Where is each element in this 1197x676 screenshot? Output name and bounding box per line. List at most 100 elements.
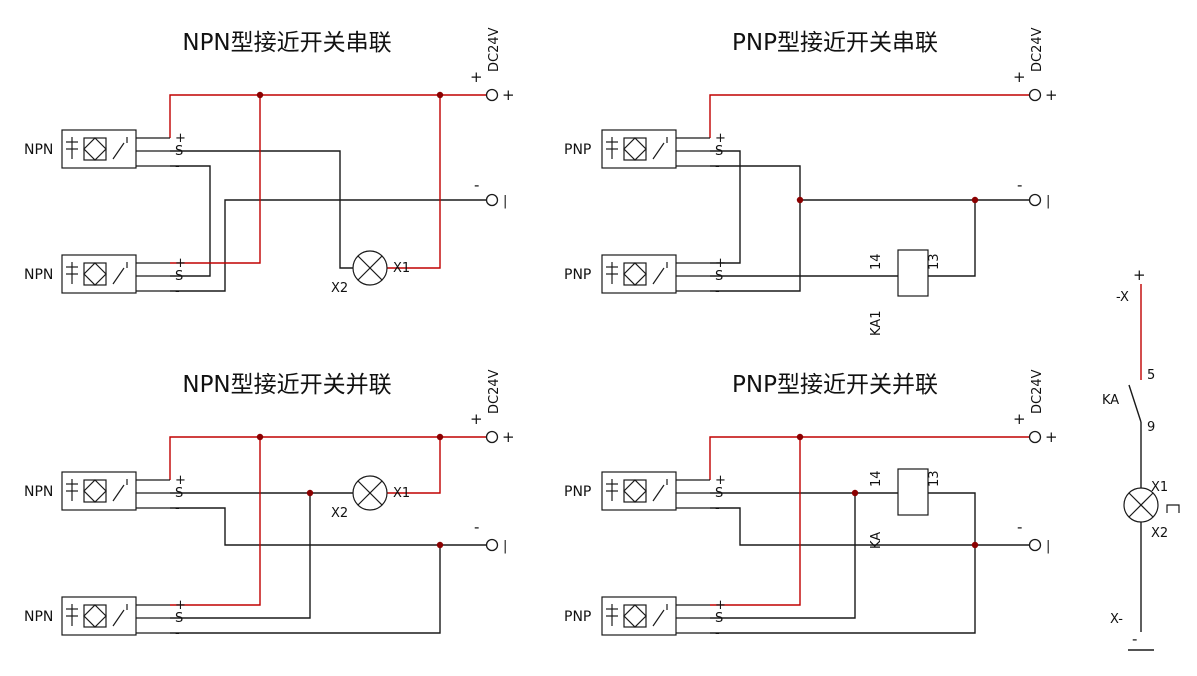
sensor-top-label: NPN bbox=[24, 142, 53, 158]
proximity-sensor-icon bbox=[601, 129, 711, 169]
plus-terminal-label: + bbox=[470, 68, 483, 86]
bottom-wire-label: X- bbox=[1110, 612, 1123, 627]
plus-terminal-tail: + bbox=[1045, 428, 1058, 446]
pin-minus-label: - bbox=[715, 159, 720, 174]
minus-terminal-label: - bbox=[474, 518, 479, 536]
proximity-sensor-icon bbox=[601, 254, 711, 294]
pin-plus-label: + bbox=[175, 598, 186, 613]
lamp-icon bbox=[352, 475, 388, 511]
power-wires bbox=[709, 94, 1030, 138]
pin-signal-label: S bbox=[175, 611, 183, 626]
minus-label: - bbox=[1132, 630, 1137, 648]
relay-name-label: KA1 bbox=[869, 311, 884, 336]
minus-terminal-tail: | bbox=[1046, 194, 1050, 209]
signal-wires bbox=[170, 150, 487, 292]
quadrant-title: NPN型接近开关并联 bbox=[182, 372, 391, 398]
pin-plus-label: + bbox=[715, 598, 726, 613]
relay-left-pin-label: 14 bbox=[869, 470, 884, 487]
junction-dots bbox=[796, 433, 979, 549]
sensor-top-label: PNP bbox=[564, 142, 591, 158]
pin-signal-label: S bbox=[175, 486, 183, 501]
relay-left-pin-label: 14 bbox=[869, 253, 884, 270]
lamp-right-label: X1 bbox=[393, 261, 410, 276]
lamp-icon bbox=[352, 250, 388, 286]
pin-signal-label: S bbox=[715, 269, 723, 284]
plus-terminal-tail: + bbox=[502, 86, 515, 104]
minus-terminal-icon bbox=[1028, 193, 1042, 207]
pin-plus-label: + bbox=[715, 473, 726, 488]
supply-label: DC24V bbox=[1030, 27, 1045, 72]
plus-terminal-label: + bbox=[1013, 410, 1026, 428]
proximity-sensor-icon bbox=[601, 471, 711, 511]
proximity-sensor-icon bbox=[601, 596, 711, 636]
minus-terminal-tail: | bbox=[1046, 539, 1050, 554]
lamp-left-label: X2 bbox=[331, 281, 348, 296]
minus-terminal-icon bbox=[485, 193, 499, 207]
signal-wires bbox=[710, 150, 1030, 292]
relay-name-label: KA bbox=[869, 532, 884, 549]
pin-plus-label: + bbox=[175, 131, 186, 146]
contact-name-label: KA bbox=[1102, 393, 1119, 408]
pin-minus-label: - bbox=[175, 626, 180, 641]
relay-coil bbox=[897, 468, 929, 516]
supply-label: DC24V bbox=[1030, 369, 1045, 414]
quadrant-npn-series: NPN型接近开关串联 DC24V + + - | NPN + S - NPN +… bbox=[24, 27, 515, 299]
quadrant-npn-parallel: NPN型接近开关并联 DC24V + + - | NPN + S - NPN +… bbox=[24, 369, 515, 641]
supply-label: DC24V bbox=[487, 27, 502, 72]
minus-terminal-label: - bbox=[1017, 176, 1022, 194]
contact-bottom-pin-label: 9 bbox=[1147, 420, 1155, 435]
lamp-left-label: X2 bbox=[331, 506, 348, 521]
power-wires bbox=[709, 436, 1030, 606]
pin-signal-label: S bbox=[715, 144, 723, 159]
sensor-bottom-label: PNP bbox=[564, 609, 591, 625]
lamp-bottom-label: X2 bbox=[1151, 526, 1168, 541]
pin-minus-label: - bbox=[715, 284, 720, 299]
pin-minus-label: - bbox=[715, 501, 720, 516]
sensor-bottom-label: NPN bbox=[24, 609, 53, 625]
plus-terminal-tail: + bbox=[1045, 86, 1058, 104]
junction-dots bbox=[256, 91, 444, 99]
minus-terminal-tail: | bbox=[503, 539, 507, 554]
sensor-bottom-label: NPN bbox=[24, 267, 53, 283]
proximity-sensor-icon bbox=[61, 471, 171, 511]
minus-terminal-tail: | bbox=[503, 194, 507, 209]
plus-terminal-icon bbox=[485, 430, 499, 444]
minus-terminal-label: - bbox=[474, 176, 479, 194]
pulse-mark-icon bbox=[1166, 504, 1180, 513]
junction-dots bbox=[256, 433, 444, 549]
pin-plus-label: + bbox=[175, 473, 186, 488]
top-wire-label: -X bbox=[1116, 290, 1129, 305]
pin-minus-label: - bbox=[715, 626, 720, 641]
signal-wires bbox=[710, 492, 1030, 634]
power-wires bbox=[169, 436, 487, 606]
pin-signal-label: S bbox=[175, 144, 183, 159]
relay-coil bbox=[897, 249, 929, 297]
pin-plus-label: + bbox=[175, 256, 186, 271]
pin-minus-label: - bbox=[175, 159, 180, 174]
minus-terminal-icon bbox=[1028, 538, 1042, 552]
relay-right-pin-label: 13 bbox=[927, 470, 942, 487]
proximity-sensor-icon bbox=[61, 129, 171, 169]
relay-right-pin-label: 13 bbox=[927, 253, 942, 270]
pin-signal-label: S bbox=[715, 611, 723, 626]
junction-dots bbox=[796, 196, 979, 204]
lamp-top-label: X1 bbox=[1151, 480, 1168, 495]
pin-plus-label: + bbox=[715, 131, 726, 146]
plus-terminal-tail: + bbox=[502, 428, 515, 446]
power-wires bbox=[169, 94, 487, 269]
pin-minus-label: - bbox=[175, 501, 180, 516]
proximity-sensor-icon bbox=[61, 596, 171, 636]
plus-terminal-icon bbox=[485, 88, 499, 102]
quadrant-pnp-parallel: PNP型接近开关并联 DC24V + + - | PNP + S - PNP +… bbox=[564, 369, 1058, 641]
lamp-right-label: X1 bbox=[393, 486, 410, 501]
sensor-top-label: NPN bbox=[24, 484, 53, 500]
supply-label: DC24V bbox=[487, 369, 502, 414]
quadrant-title: PNP型接近开关并联 bbox=[732, 372, 938, 398]
signal-wires bbox=[1128, 384, 1154, 651]
quadrant-title: PNP型接近开关串联 bbox=[732, 30, 938, 56]
plus-terminal-label: + bbox=[470, 410, 483, 428]
side-control-circuit: + -X 5 KA 9 X1 X2 X- - bbox=[1102, 266, 1180, 651]
plus-terminal-icon bbox=[1028, 430, 1042, 444]
signal-wires bbox=[170, 492, 487, 634]
